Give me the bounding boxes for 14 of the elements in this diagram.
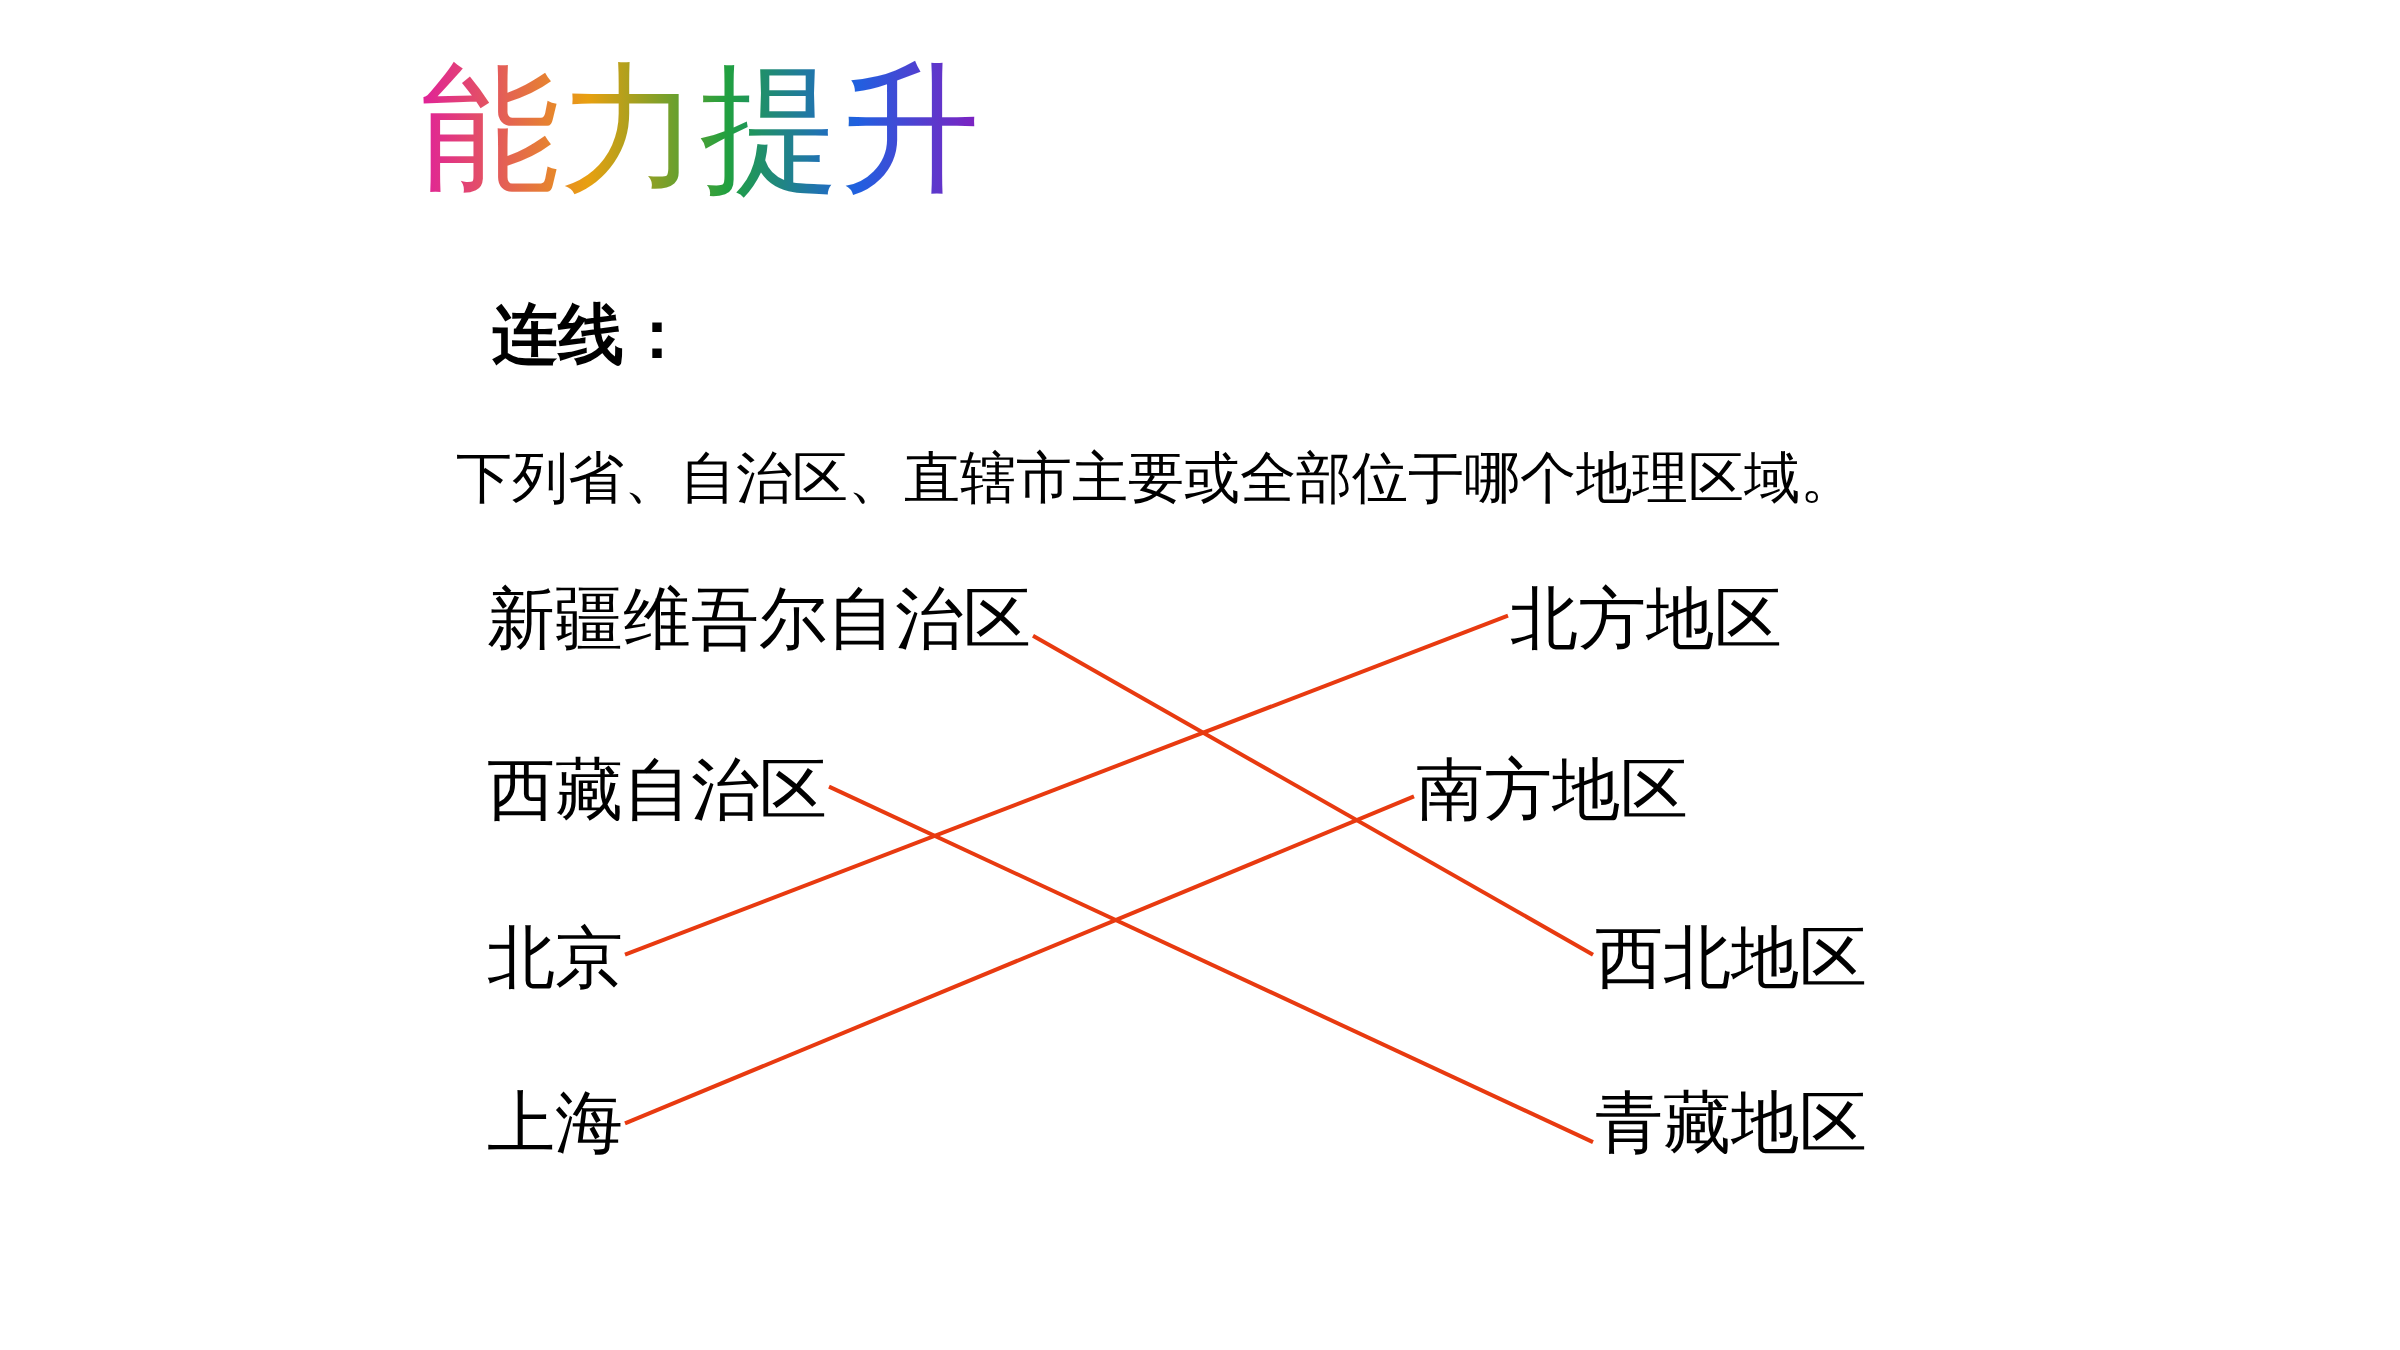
instruction-text: 下列省、自治区、直辖市主要或全部位于哪个地理区域。 [456,448,1856,510]
place-name: 北方地区 [1510,582,1782,657]
place-name: 南方地区 [1416,753,1688,828]
connecting-line [624,613,1509,957]
connecting-line [1032,634,1594,957]
place-name: 青藏地区 [1595,1086,1867,1161]
place-name: 西北地区 [1595,921,1867,996]
place-name: 新疆维吾尔自治区 [487,582,1031,657]
place-name: 上海 [487,1086,623,1161]
place-name: 北京 [487,921,623,996]
place-name: 西藏自治区 [487,753,827,828]
connecting-line [828,784,1594,1144]
heading: 连线： [492,298,690,371]
connecting-line [624,794,1415,1126]
